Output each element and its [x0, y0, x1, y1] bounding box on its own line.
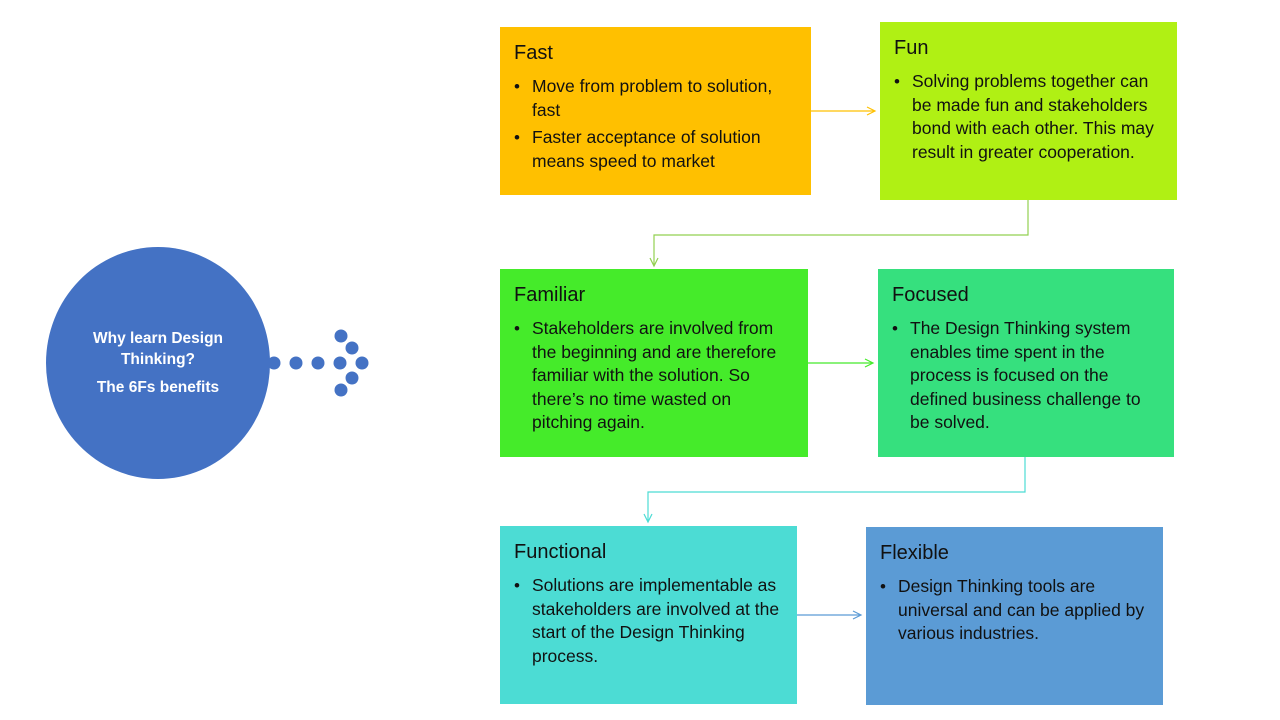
hub-circle: Why learn Design Thinking? The 6Fs benef…	[46, 247, 270, 479]
box-title: Fun	[894, 37, 929, 59]
dot-arrow-dot	[333, 356, 347, 370]
bullet-item: Move from problem to solution, fast	[514, 75, 797, 122]
bullet-item: Faster acceptance of solution means spee…	[514, 126, 797, 173]
bullet-list: The Design Thinking system enables time …	[892, 317, 1160, 435]
box-title: Flexible	[880, 542, 949, 564]
arrow-fast-to-fun	[811, 106, 877, 116]
dot-arrow-dot	[345, 371, 359, 385]
box-fun: Fun Solving problems together can be mad…	[880, 22, 1177, 200]
bullet-list: Move from problem to solution, fast Fast…	[514, 75, 797, 173]
box-functional: Functional Solutions are implementable a…	[500, 526, 797, 704]
box-familiar: Familiar Stakeholders are involved from …	[500, 269, 808, 457]
bullet-list: Design Thinking tools are universal and …	[880, 575, 1149, 646]
bullet-list: Stakeholders are involved from the begin…	[514, 317, 794, 435]
arrow-focused-to-functional	[643, 457, 1026, 524]
bullet-list: Solutions are implementable as stakehold…	[514, 574, 783, 668]
bullet-item: Design Thinking tools are universal and …	[880, 575, 1149, 646]
arrow-functional-to-flexible	[797, 610, 863, 620]
bullet-item: The Design Thinking system enables time …	[892, 317, 1160, 435]
dot-arrow-dot	[311, 356, 325, 370]
bullet-item: Stakeholders are involved from the begin…	[514, 317, 794, 435]
arrow-familiar-to-focused	[808, 358, 875, 368]
dot-arrow-dot	[345, 341, 359, 355]
box-focused: Focused The Design Thinking system enabl…	[878, 269, 1174, 457]
box-title: Functional	[514, 541, 607, 563]
dot-arrow-dot	[334, 329, 348, 343]
box-fast: Fast Move from problem to solution, fast…	[500, 27, 811, 195]
box-title: Familiar	[514, 284, 586, 306]
dot-arrow	[267, 329, 369, 397]
box-flexible: Flexible Design Thinking tools are unive…	[866, 527, 1163, 705]
box-title: Fast	[514, 42, 553, 64]
dot-arrow-dot	[267, 356, 281, 370]
dot-arrow-dot	[289, 356, 303, 370]
hub-subtitle: The 6Fs benefits	[96, 379, 220, 396]
dot-arrow-dot	[334, 383, 348, 397]
bullet-list: Solving problems together can be made fu…	[894, 70, 1163, 164]
bullet-item: Solutions are implementable as stakehold…	[514, 574, 783, 668]
arrow-fun-to-familiar	[649, 200, 1029, 268]
bullet-item: Solving problems together can be made fu…	[894, 70, 1163, 164]
hub-title: Why learn Design Thinking?	[92, 330, 224, 368]
dot-arrow-dot	[355, 356, 369, 370]
box-title: Focused	[892, 284, 969, 306]
